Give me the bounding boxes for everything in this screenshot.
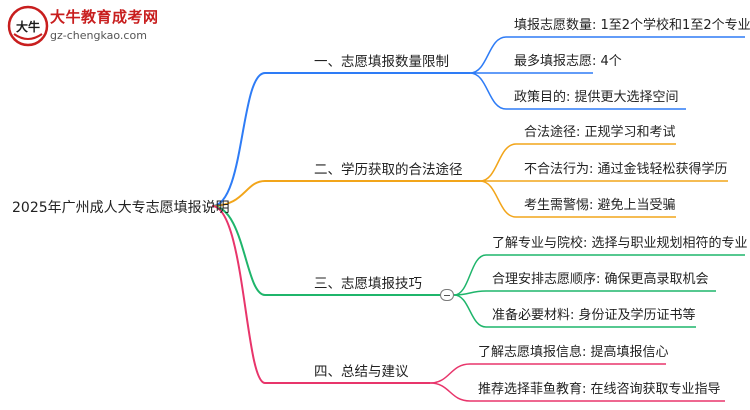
connector-root-branch1: [211, 72, 266, 207]
site-logo[interactable]: 大牛 大牛教育成考网 gz-chengkao.com: [6, 4, 196, 50]
logo-mark-text: 大牛: [16, 19, 40, 34]
collapse-toggle-button[interactable]: [440, 289, 454, 301]
leaf-recommend: 推荐选择菲鱼教育: 在线咨询获取专业指导: [478, 382, 721, 397]
leaf-order-choices: 合理安排志愿顺序: 确保更高录取机会: [492, 272, 709, 287]
branch-quota-limits: 一、志愿填报数量限制: [314, 54, 449, 70]
connector-branch3-leaf1: [453, 254, 487, 296]
leaf-understand-info: 了解志愿填报信息: 提高填报信心: [478, 345, 669, 360]
connector-branch2-leaf3: [479, 180, 517, 218]
connector-branch4-leaf2: [429, 382, 471, 402]
leaf-prepare-docs: 准备必要材料: 身份证及学历证书等: [492, 308, 696, 323]
logo-title: 大牛教育成考网: [50, 8, 159, 26]
connector-branch2-leaf1: [479, 143, 517, 182]
branch-summary: 四、总结与建议: [314, 364, 409, 380]
connector-root-branch3: [211, 205, 266, 296]
leaf-beware-scams: 考生需警惕: 避免上当受骗: [524, 198, 676, 213]
connector-root-branch4: [211, 205, 266, 384]
leaf-quota-max: 最多填报志愿: 4个: [514, 54, 622, 69]
connector-branch3-leaf3: [453, 294, 487, 328]
mindmap-root: 2025年广州成人大专志愿填报说明: [12, 200, 230, 216]
branch-filling-tips: 三、志愿填报技巧: [314, 276, 422, 292]
leaf-illegal-behavior: 不合法行为: 通过金钱轻松获得学历: [524, 162, 728, 177]
leaf-know-majors: 了解专业与院校: 选择与职业规划相符的专业: [492, 236, 748, 251]
leaf-quota-count: 填报志愿数量: 1至2个学校和1至2个专业: [514, 18, 750, 33]
leaf-legal-route: 合法途径: 正规学习和考试: [524, 125, 676, 140]
connector-branch1-leaf1: [469, 36, 507, 74]
logo-url: gz-chengkao.com: [50, 29, 147, 42]
connector-branch4-leaf1: [429, 363, 471, 384]
leaf-quota-purpose: 政策目的: 提供更大选择空间: [514, 90, 679, 105]
connector-root-branch2: [211, 180, 266, 207]
logo-mark-icon: 大牛: [7, 5, 49, 47]
connector-branch1-leaf3: [469, 72, 507, 110]
branch-legal-routes: 二、学历获取的合法途径: [314, 162, 463, 178]
